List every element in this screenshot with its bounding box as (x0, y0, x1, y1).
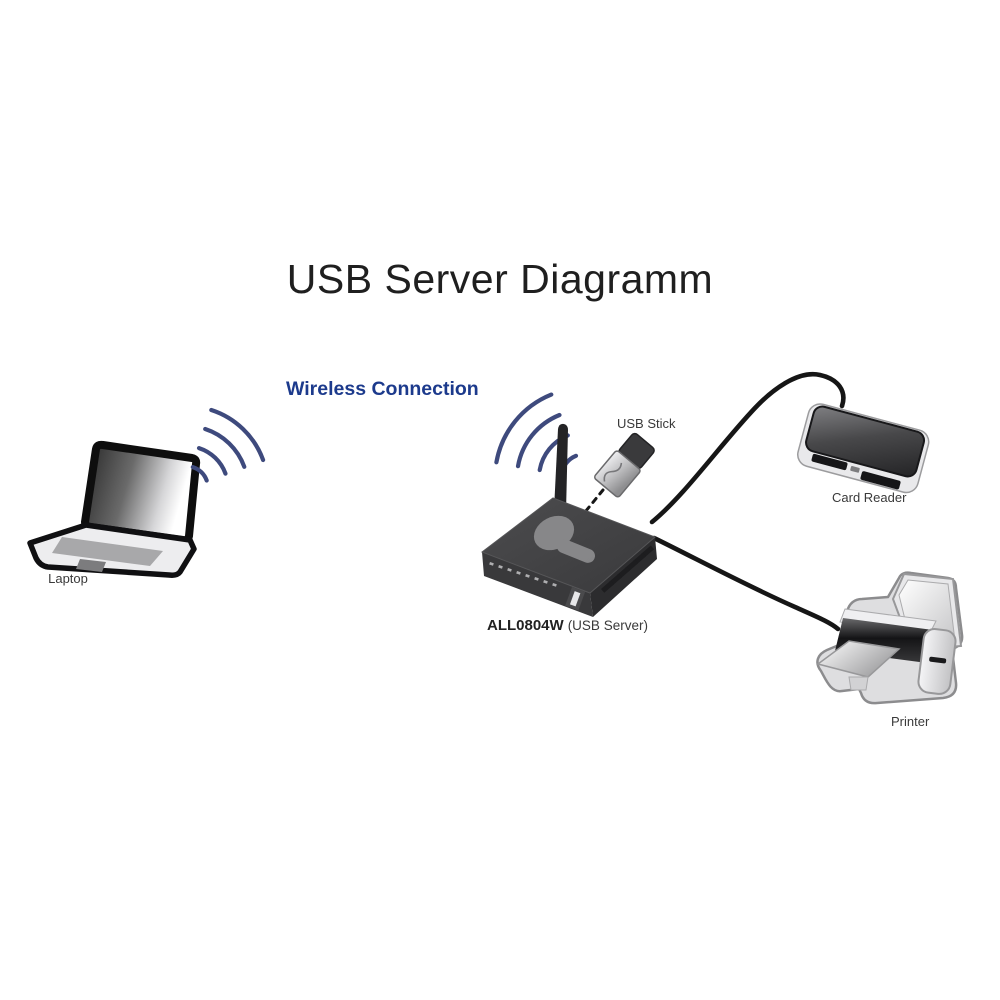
usb-stick-dashed-connector (570, 488, 605, 530)
laptop-touchpad (76, 559, 106, 572)
laptop-label: Laptop (48, 571, 88, 586)
card-reader-illustration (797, 403, 930, 494)
diagram-title: USB Server Diagramm (286, 256, 714, 302)
usb-server-type: (USB Server) (567, 618, 648, 633)
printer-label: Printer (891, 714, 930, 729)
router-antenna (554, 423, 568, 512)
card-reader-cable (649, 371, 846, 525)
printer-right-panel (917, 628, 957, 695)
router-top-emblem (533, 515, 595, 563)
wireless-connection-label: Wireless Connection (286, 378, 479, 400)
laptop-wifi-waves-icon (190, 407, 266, 483)
router-front-face (482, 552, 593, 617)
usb-stick-connector (594, 450, 641, 498)
printer-illustration (816, 571, 964, 705)
card-reader-label: Card Reader (832, 490, 907, 505)
router-usb-ports (601, 545, 655, 593)
usb-server-label: ALL0804W(USB Server) (487, 617, 648, 634)
usb-stick-label: USB Stick (617, 416, 676, 431)
usb-stick-connector-seam (603, 462, 623, 482)
usb-stick-illustration (594, 432, 655, 498)
card-reader-top (805, 405, 926, 478)
usb-server-model: ALL0804W (487, 617, 564, 634)
usb-server-illustration (480, 423, 657, 617)
printer-ink-slot (929, 656, 947, 664)
card-reader-slots (811, 453, 901, 490)
printer-front-step (848, 676, 869, 691)
laptop-illustration (27, 440, 201, 578)
router-front-slot (565, 587, 586, 611)
router-led-row (489, 562, 557, 587)
printer-cable (651, 535, 841, 632)
printer-output-tray (816, 640, 901, 678)
laptop-keyboard (52, 537, 163, 566)
